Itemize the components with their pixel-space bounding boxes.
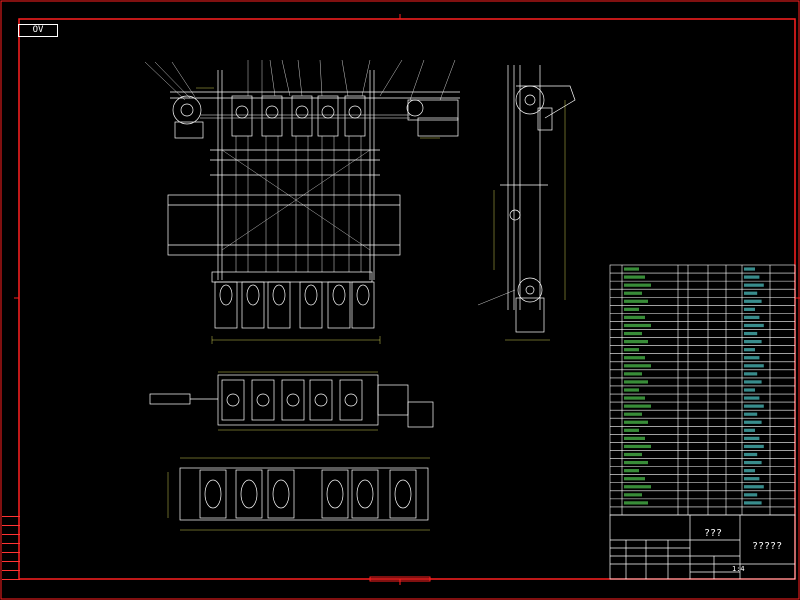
bom-cell-mark xyxy=(624,404,651,408)
bom-cell-mark xyxy=(624,299,648,303)
bom-cell-mark xyxy=(744,452,758,457)
bom-cell-mark xyxy=(624,364,651,368)
inner-frame xyxy=(18,18,796,580)
bottom-scale-bar xyxy=(369,576,431,582)
parts-list-table xyxy=(609,264,796,516)
bom-cell-mark xyxy=(624,436,645,440)
bom-cell-mark xyxy=(624,380,648,384)
bom-cell-mark xyxy=(624,396,645,400)
front-view xyxy=(144,59,460,344)
bom-cell-mark xyxy=(624,477,645,481)
bom-cell-mark xyxy=(744,372,758,376)
company-name: ????? xyxy=(752,541,783,552)
bom-cell-mark xyxy=(744,323,764,328)
bom-cell-mark xyxy=(624,388,639,392)
bom-cell-mark xyxy=(744,283,764,287)
bom-cell-mark xyxy=(624,452,642,457)
bom-cell-mark xyxy=(744,428,755,432)
left-revision-strip xyxy=(2,508,20,580)
bom-cell-mark xyxy=(624,331,642,336)
bom-cell-mark xyxy=(744,469,755,473)
bom-cell-mark xyxy=(744,291,758,295)
bom-cell-mark xyxy=(624,356,645,360)
corner-view-tag: OV xyxy=(18,24,58,37)
bom-cell-mark xyxy=(624,428,639,432)
bom-cell-mark xyxy=(624,315,645,320)
drawing-name: ??? xyxy=(704,528,723,539)
bom-cell-mark xyxy=(744,299,762,303)
bom-cell-mark xyxy=(624,348,639,352)
bom-cell-mark xyxy=(744,404,764,408)
bom-cell-mark xyxy=(744,275,760,279)
bom-cell-mark xyxy=(744,307,755,311)
bom-cell-mark xyxy=(624,340,648,344)
bom-cell-mark xyxy=(744,396,760,400)
bom-cell-mark xyxy=(624,485,651,489)
bom-cell-mark xyxy=(744,348,755,352)
bom-cell-mark xyxy=(744,493,758,497)
bom-cell-mark xyxy=(624,493,642,497)
bom-cell-mark xyxy=(624,460,648,465)
bom-cell-mark xyxy=(744,380,762,384)
bom-cell-mark xyxy=(744,420,762,424)
bom-cell-mark xyxy=(624,412,642,416)
title-block xyxy=(609,514,796,580)
bom-cell-mark xyxy=(744,412,758,416)
bom-cell-mark xyxy=(624,275,645,279)
bom-cell-mark xyxy=(744,388,755,392)
bom-cell-mark xyxy=(624,420,648,424)
bom-cell-mark xyxy=(624,444,651,449)
bom-cell-mark xyxy=(744,315,760,320)
bom-cell-mark xyxy=(744,485,764,489)
bom-cell-mark xyxy=(624,469,639,473)
side-view xyxy=(477,65,576,341)
bom-cell-mark xyxy=(624,307,639,311)
bom-cell-mark xyxy=(624,372,642,376)
plan-view xyxy=(149,371,434,431)
bom-cell-mark xyxy=(744,436,760,440)
bom-cell-mark xyxy=(744,356,760,360)
bom-cell-mark xyxy=(744,477,760,481)
bom-cell-mark xyxy=(744,340,762,344)
bom-cell-mark xyxy=(624,501,648,505)
scale-value: 1:4 xyxy=(732,565,745,573)
bom-cell-mark xyxy=(624,291,642,295)
bom-cell-mark xyxy=(744,331,758,336)
bom-cell-mark xyxy=(744,364,764,368)
bom-cell-mark xyxy=(744,267,755,271)
bom-cell-mark xyxy=(744,444,764,449)
bom-cell-mark xyxy=(744,460,762,465)
bom-cell-mark xyxy=(624,283,651,287)
bom-cell-mark xyxy=(624,267,639,271)
bom-cell-mark xyxy=(624,323,651,328)
bom-cell-mark xyxy=(744,501,762,505)
section-view xyxy=(167,457,430,531)
